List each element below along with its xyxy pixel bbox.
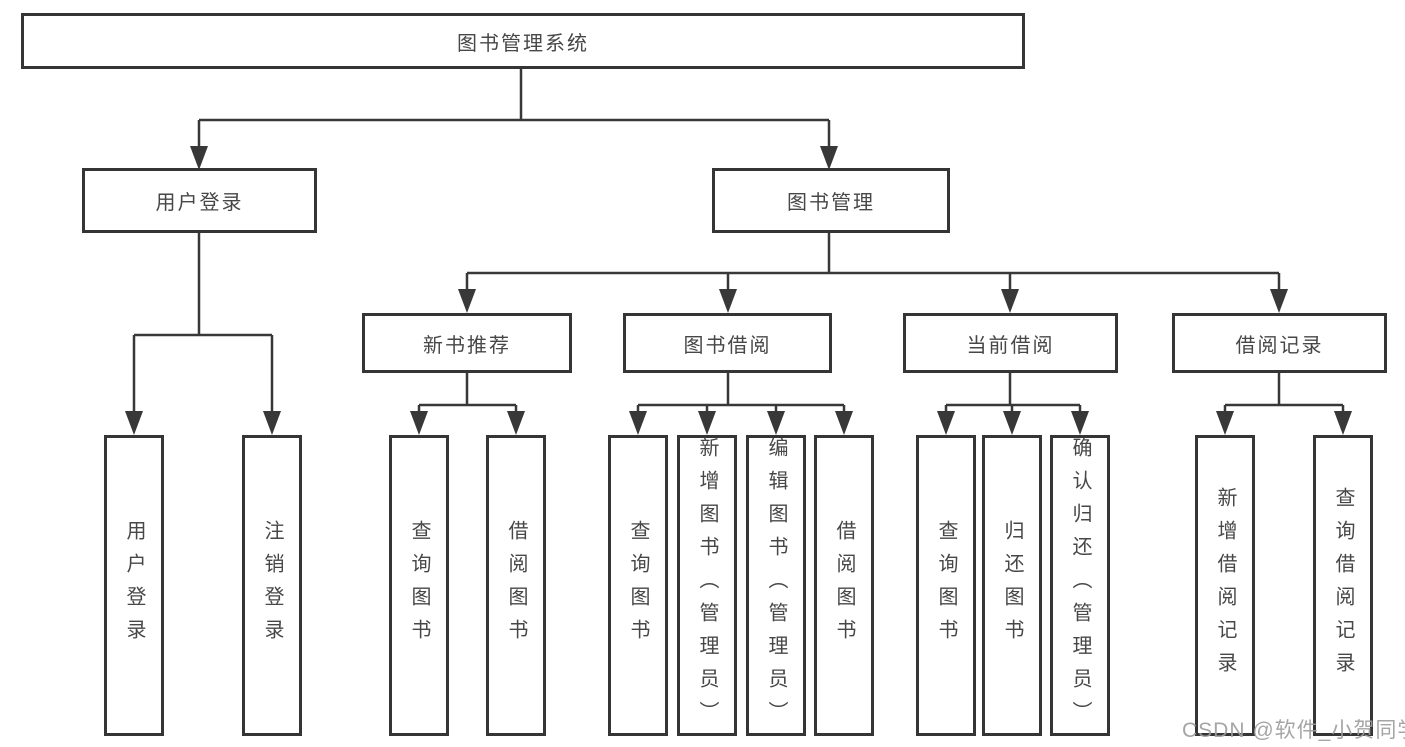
leaf-records-query-record: 查询借阅记录 xyxy=(1313,435,1373,736)
leaf-logout: 注销登录 xyxy=(242,435,302,736)
node-current-borrowing: 当前借阅 xyxy=(903,313,1118,373)
node-label: 新书推荐 xyxy=(423,334,511,357)
leaf-borrowing-edit-book-admin: 编辑图书（管理员） xyxy=(746,435,806,736)
tree-branches xyxy=(132,69,1345,413)
leaf-label: 注销登录 xyxy=(261,519,283,652)
node-label: 用户登录 xyxy=(155,192,244,214)
node-label: 图书借阅 xyxy=(683,334,772,357)
leaf-label: 借阅图书 xyxy=(833,519,855,652)
leaf-records-add-record: 新增借阅记录 xyxy=(1195,435,1255,736)
leaf-label: 新增借阅记录 xyxy=(1214,486,1236,685)
leaf-borrowing-add-book-admin: 新增图书（管理员） xyxy=(677,435,737,736)
leaf-label: 新增图书（管理员） xyxy=(696,437,718,734)
leaf-label: 查询图书 xyxy=(627,519,649,652)
leaf-label: 归还图书 xyxy=(1001,519,1023,652)
leaf-recommend-borrow-book: 借阅图书 xyxy=(486,435,546,736)
leaf-label: 编辑图书（管理员） xyxy=(765,437,787,734)
arrowheads xyxy=(125,146,1352,435)
leaf-borrowing-query-book: 查询图书 xyxy=(608,435,668,736)
leaf-borrowing-borrow-book: 借阅图书 xyxy=(814,435,874,736)
node-label: 图书管理系统 xyxy=(457,32,589,55)
node-user-login: 用户登录 xyxy=(82,168,317,233)
node-label: 借阅记录 xyxy=(1235,334,1324,357)
node-book-borrowing: 图书借阅 xyxy=(623,313,832,373)
node-label: 当前借阅 xyxy=(966,334,1055,357)
leaf-current-confirm-return-admin: 确认归还（管理员） xyxy=(1050,435,1110,736)
leaf-recommend-query-book: 查询图书 xyxy=(389,435,449,736)
leaf-label: 借阅图书 xyxy=(505,519,527,652)
node-root-system: 图书管理系统 xyxy=(21,13,1025,69)
leaf-user-login: 用户登录 xyxy=(104,435,164,736)
leaf-label: 查询借阅记录 xyxy=(1332,486,1354,685)
node-book-management: 图书管理 xyxy=(712,168,950,233)
leaf-current-return-book: 归还图书 xyxy=(982,435,1042,736)
leaf-label: 用户登录 xyxy=(123,519,145,652)
csdn-watermark: CSDN @软件_小贺同学 xyxy=(1182,719,1405,742)
leaf-label: 确认归还（管理员） xyxy=(1069,437,1091,734)
node-new-book-recommend: 新书推荐 xyxy=(362,313,572,373)
leaf-label: 查询图书 xyxy=(408,519,430,652)
node-label: 图书管理 xyxy=(787,192,875,214)
leaf-current-query-book: 查询图书 xyxy=(916,435,976,736)
leaf-label: 查询图书 xyxy=(935,519,957,652)
node-borrowing-records: 借阅记录 xyxy=(1172,313,1387,373)
